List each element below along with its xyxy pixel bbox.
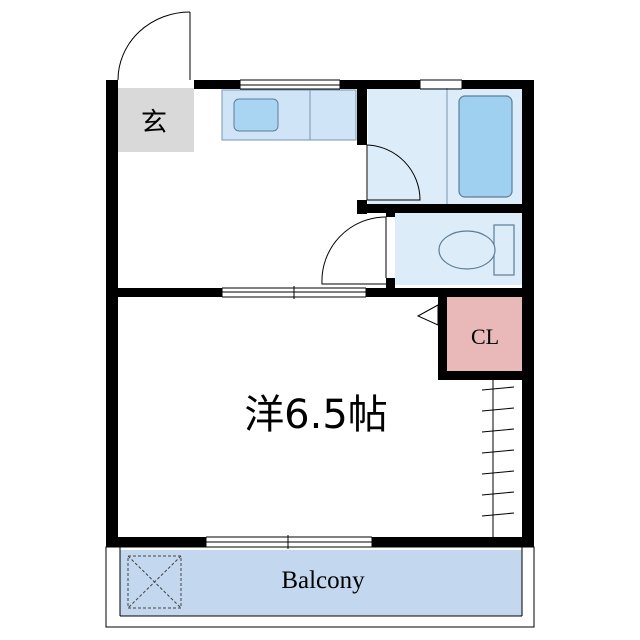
top-wall-mid (194, 80, 240, 89)
room-divider-left (106, 288, 222, 297)
bottom-wall-right (372, 537, 534, 547)
top-wall-right (340, 80, 420, 89)
walls (106, 80, 534, 547)
balcony-outline (105, 546, 535, 628)
room-divider-right (366, 288, 534, 297)
x-box-icon (127, 555, 182, 609)
top-wall-far-right (462, 80, 534, 89)
closet-bottom-wall (438, 371, 534, 380)
bottom-wall-left (106, 537, 206, 547)
bath-toilet-wall (357, 204, 534, 213)
left-wall (106, 80, 118, 547)
bathroom-left-wall-top (357, 80, 367, 145)
closet-left-wall (438, 296, 447, 380)
toilet-left-wall (386, 213, 395, 217)
floor-fills (114, 88, 524, 616)
balcony-floor (120, 550, 522, 616)
balcony-label: Balcony (281, 567, 365, 594)
toilet-tank (493, 224, 515, 276)
right-wall (522, 80, 534, 547)
toilet-bowl (438, 230, 496, 270)
kitchen-sink (233, 98, 279, 132)
closet-floor (447, 296, 523, 372)
triangle-icon (416, 304, 439, 326)
balcony (105, 546, 535, 628)
door-swing-icon (117, 11, 421, 285)
genkan-label: 玄 (141, 108, 167, 138)
toilet-left-wall-lower (386, 278, 395, 297)
entrance-door-arc (117, 11, 191, 81)
toilet (438, 224, 515, 276)
toilet-door-arc (321, 216, 387, 285)
bathtub (458, 95, 513, 198)
main-room-label: 洋6.5帖 (244, 392, 388, 438)
genkan-floor (114, 88, 194, 152)
storage-hatch (481, 380, 515, 537)
bath-door-arc (366, 144, 421, 201)
closet-label: CL (471, 324, 499, 349)
